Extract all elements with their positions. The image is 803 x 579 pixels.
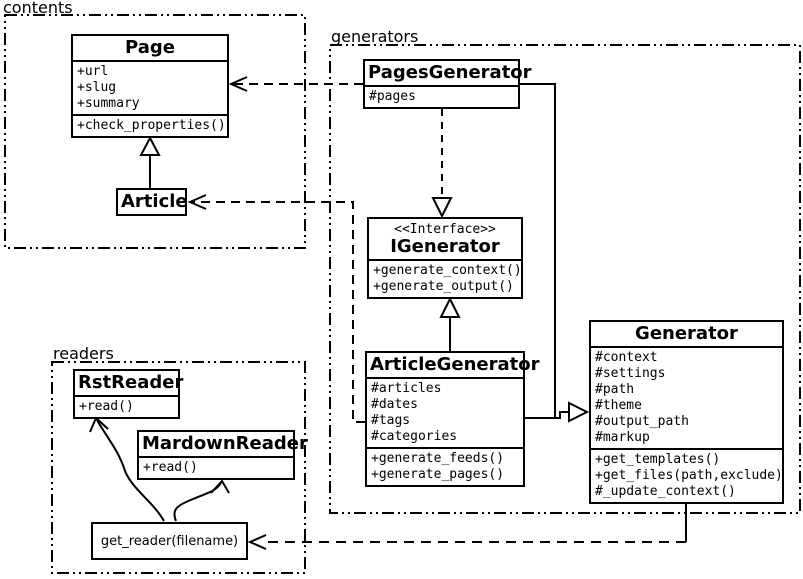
dependency-articlegenerator-to-article bbox=[187, 194, 365, 423]
dependency-generator-to-getreader bbox=[247, 504, 687, 550]
class-igenerator-title: IGenerator bbox=[390, 236, 500, 257]
method: +generate_pages() bbox=[371, 467, 505, 482]
package-label-contents: contents bbox=[3, 0, 73, 17]
method: +read() bbox=[143, 460, 198, 475]
method: +generate_feeds() bbox=[371, 451, 505, 466]
class-igenerator-stereotype: <<Interface>> bbox=[394, 222, 496, 237]
class-article-title: Article bbox=[121, 191, 188, 212]
class-articlegenerator-attributes: #articles #dates #tags #categories bbox=[367, 377, 523, 447]
attribute: #pages bbox=[369, 89, 416, 104]
class-pagesgenerator-title: PagesGenerator bbox=[368, 62, 532, 83]
class-generator: Generator #context #settings #path #them… bbox=[589, 320, 784, 504]
method: +get_templates() bbox=[595, 452, 721, 467]
object-get-reader-label: get_reader(filename) bbox=[100, 533, 239, 549]
class-articlegenerator: ArticleGenerator #articles #dates #tags … bbox=[365, 351, 540, 487]
class-page-title: Page bbox=[125, 37, 175, 58]
attribute: #settings bbox=[595, 366, 666, 381]
method: +generate_output() bbox=[373, 279, 514, 294]
dependency-pagesgenerator-to-page bbox=[228, 76, 363, 92]
class-generator-methods: +get_templates() +get_files(path,exclude… bbox=[591, 448, 783, 502]
class-articlegenerator-methods: +generate_feeds() +generate_pages() bbox=[367, 447, 523, 485]
class-mardownreader-title: MardownReader bbox=[142, 433, 308, 454]
class-article: Article bbox=[116, 188, 188, 216]
attribute: +slug bbox=[77, 80, 117, 95]
method: +get_files(path,exclude) bbox=[595, 468, 783, 483]
attribute: #tags bbox=[371, 413, 411, 428]
class-rstreader-methods: +read() bbox=[75, 395, 178, 417]
class-page-methods: +check_properties() bbox=[73, 114, 227, 136]
attribute: +url bbox=[77, 64, 109, 79]
attribute: #categories bbox=[371, 429, 458, 444]
class-mardownreader-methods: +read() bbox=[139, 456, 293, 478]
arrow-getreader-to-mardownreader bbox=[173, 479, 230, 522]
attribute: #markup bbox=[595, 430, 650, 445]
package-label-generators: generators bbox=[331, 27, 419, 46]
class-rstreader-title: RstReader bbox=[78, 372, 184, 393]
attribute: #articles bbox=[371, 381, 442, 396]
method: +read() bbox=[79, 399, 134, 414]
attribute: #dates bbox=[371, 397, 418, 412]
class-generator-attributes: #context #settings #path #theme #output_… bbox=[591, 346, 782, 448]
generalization-to-generator bbox=[520, 83, 590, 423]
generalization-articlegenerator-to-igenerator bbox=[439, 296, 461, 351]
class-rstreader: RstReader +read() bbox=[73, 369, 184, 419]
realization-pagesgenerator-to-igenerator bbox=[431, 109, 453, 219]
class-articlegenerator-title: ArticleGenerator bbox=[370, 354, 540, 375]
class-igenerator-methods: +generate_context() +generate_output() bbox=[369, 259, 522, 297]
method: #_update_context() bbox=[595, 484, 736, 499]
method: +generate_context() bbox=[373, 263, 522, 278]
attribute: #path bbox=[595, 382, 635, 397]
package-label-readers: readers bbox=[53, 344, 114, 363]
attribute: +summary bbox=[77, 96, 140, 111]
generators-package-border bbox=[329, 44, 801, 514]
generalization-article-to-page bbox=[139, 135, 161, 188]
class-page-attributes: +url +slug +summary bbox=[73, 60, 227, 114]
attribute: #output_path bbox=[595, 414, 689, 429]
class-pagesgenerator-attributes: #pages bbox=[365, 85, 518, 107]
readers-package-border bbox=[51, 361, 306, 574]
contents-package-border bbox=[4, 14, 306, 249]
method: +check_properties() bbox=[77, 118, 226, 133]
attribute: #theme bbox=[595, 398, 642, 413]
object-get-reader: get_reader(filename) bbox=[91, 522, 248, 560]
class-pagesgenerator: PagesGenerator #pages bbox=[363, 59, 532, 109]
class-igenerator: <<Interface>> IGenerator +generate_conte… bbox=[367, 217, 523, 299]
class-generator-title: Generator bbox=[635, 323, 738, 344]
class-mardownreader: MardownReader +read() bbox=[137, 430, 308, 480]
attribute: #context bbox=[595, 350, 658, 365]
class-page: Page +url +slug +summary +check_properti… bbox=[71, 34, 229, 138]
